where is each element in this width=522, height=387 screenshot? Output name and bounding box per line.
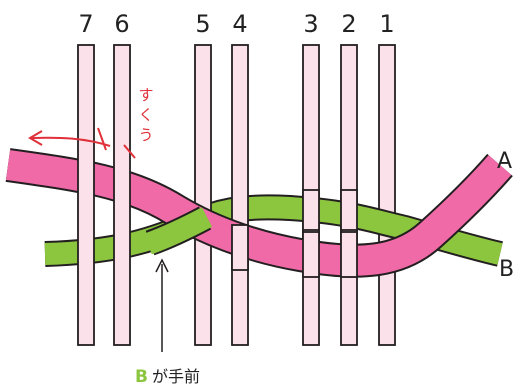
strips-front	[77, 44, 131, 346]
scoop-tick-mark	[97, 127, 107, 151]
strips-middle	[194, 44, 249, 346]
scoop-char-3: う	[138, 126, 153, 144]
column-number-7: 7	[78, 10, 93, 38]
vertical-strip-1	[378, 44, 396, 346]
vertical-strip-7	[77, 44, 95, 346]
scoop-arrow-icon	[31, 136, 111, 147]
column-number-1: 1	[379, 10, 394, 38]
column-number-2: 2	[341, 10, 356, 38]
scoop-char-1: す	[138, 86, 153, 104]
caption-text: が手前	[152, 367, 200, 386]
column-number-3: 3	[303, 10, 318, 38]
strips-over-pink	[231, 224, 358, 278]
strand-b-label: B	[499, 257, 514, 282]
scoop-char-2: く	[138, 106, 153, 124]
column-numbers: 7 6 5 4 3 2 1	[78, 10, 394, 38]
column-number-6: 6	[114, 10, 129, 38]
vertical-strip-5	[194, 44, 212, 346]
scoop-annotation: す く う	[28, 86, 154, 159]
strips-over-green	[302, 189, 358, 231]
caption-strand: B	[135, 367, 148, 387]
column-number-5: 5	[195, 10, 210, 38]
vertical-strip-6	[113, 44, 131, 346]
column-number-4: 4	[232, 10, 247, 38]
strand-a-label: A	[497, 149, 512, 174]
vertical-strip-4	[231, 44, 249, 346]
